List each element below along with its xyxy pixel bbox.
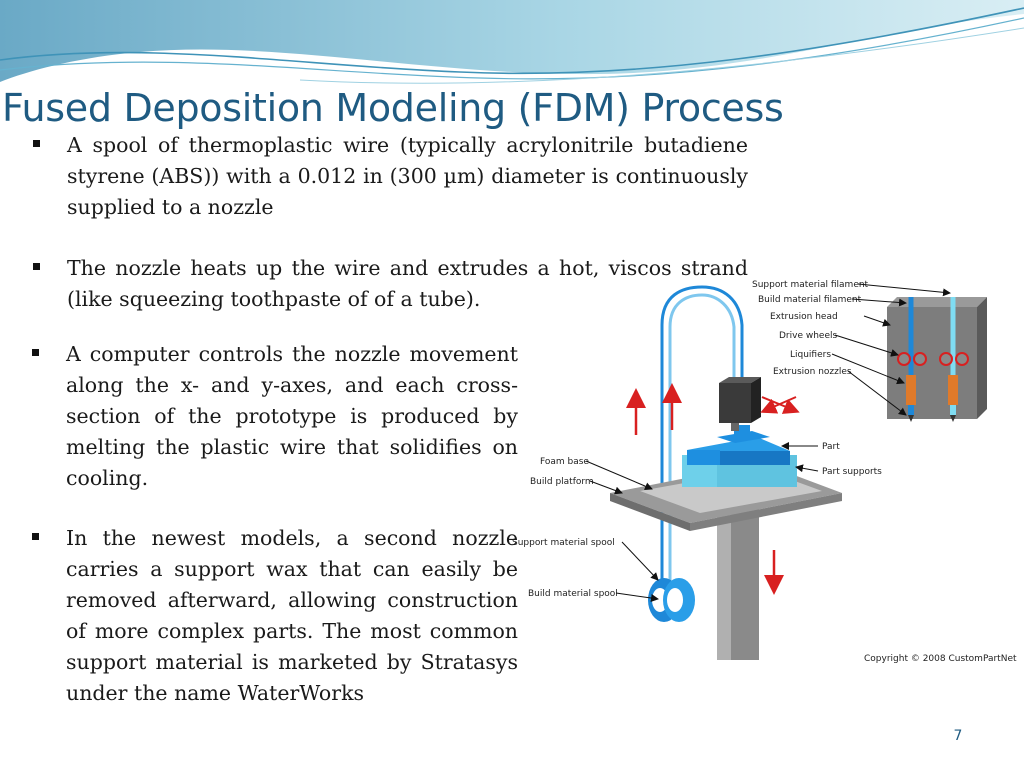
label-extrusion-head: Extrusion head — [770, 312, 838, 322]
page-number: 7 — [953, 728, 963, 744]
support-filament-loop — [660, 285, 744, 595]
extrusion-head-closeup — [887, 297, 987, 422]
bullet-text: A spool of thermoplastic wire (typically… — [67, 133, 748, 219]
label-liquifiers: Liquifiers — [790, 350, 831, 360]
bullet-marker — [32, 349, 39, 356]
diagram-copyright: Copyright © 2008 CustomPartNet — [864, 654, 1017, 664]
label-support-spool: Support material spool — [512, 538, 615, 548]
bullet-spool: A spool of thermoplastic wire (typically… — [33, 130, 748, 223]
label-foam-base: Foam base — [540, 457, 589, 467]
bullet-marker — [33, 263, 40, 270]
bullet-marker — [32, 533, 39, 540]
bullet-text: A computer controls the nozzle movement … — [66, 342, 518, 490]
label-part: Part — [822, 442, 840, 452]
build-filament-loop — [668, 293, 736, 595]
label-extrusion-nozzles: Extrusion nozzles — [773, 367, 852, 377]
xy-arrow-b — [760, 396, 797, 414]
build-spool — [663, 578, 695, 622]
label-build-spool: Build material spool — [528, 589, 618, 599]
bullet-second-nozzle: In the newest models, a second nozzle ca… — [32, 523, 518, 709]
bullet-marker — [33, 140, 40, 147]
bullet-nozzle-heats: The nozzle heats up the wire and extrude… — [33, 253, 748, 315]
bullet-computer-controls: A computer controls the nozzle movement … — [32, 339, 518, 494]
label-drive-wheels: Drive wheels — [779, 331, 837, 341]
bullet-text: In the newest models, a second nozzle ca… — [66, 526, 518, 705]
label-build-filament: Build material filament — [758, 295, 862, 305]
header-wave-decoration — [0, 0, 1024, 84]
label-build-platform: Build platform — [530, 477, 594, 487]
label-part-supports: Part supports — [822, 467, 882, 477]
slide-title: Fused Deposition Modeling (FDM) Process — [2, 86, 784, 130]
extrusion-head — [719, 383, 751, 423]
label-support-filament: Support material filament — [752, 280, 869, 290]
fdm-diagram: Support material filament Build material… — [512, 280, 1017, 664]
bullet-text: The nozzle heats up the wire and extrude… — [67, 256, 748, 311]
